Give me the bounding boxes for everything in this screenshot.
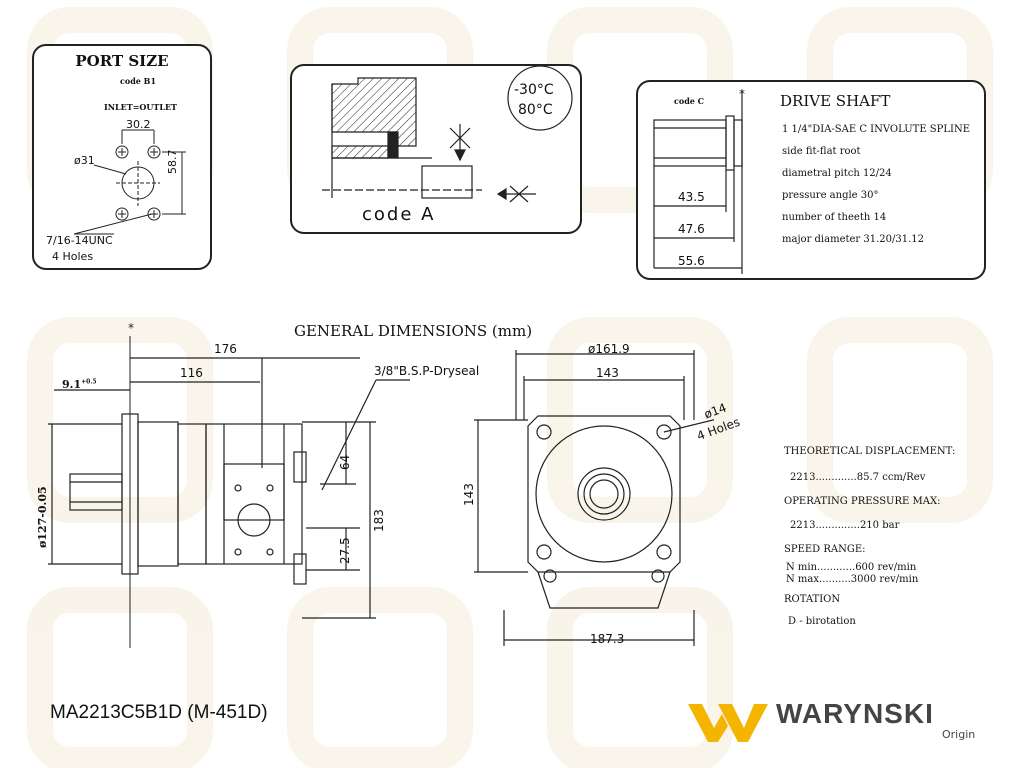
temp-low: -30°C [514,82,554,98]
shaft-spec-line: diametral pitch 12/24 [782,168,892,179]
drive-shaft-panel: code C DRIVE SHAFT * 43.5 47.6 55.6 1 1/… [636,80,986,280]
dim-143-top: 143 [596,366,619,380]
dim-176: 176 [214,342,237,356]
speed-max: N max..........3000 rev/min [786,574,919,585]
seal-panel: -30°C 80°C code A [290,64,582,234]
temp-high: 80°C [518,102,553,118]
side-marker: * [128,321,134,335]
general-dimensions-title: GENERAL DIMENSIONS (mm) [294,322,533,340]
drive-shaft-title: DRIVE SHAFT [780,92,891,110]
pump-side-view: * [48,321,410,648]
port-dim-58-7: 58.7 [166,149,179,175]
dim-127: ø127-0.05 [36,486,49,548]
shaft-code-label: code C [674,96,705,106]
warynski-logo-icon [688,704,768,742]
dim-143-left: 143 [462,483,476,506]
shaft-spec-line: number of theeth 14 [782,212,887,223]
brand-name: WARYNSKI [776,698,934,729]
dim-9-1: 9.1+0.5 [62,378,97,391]
port-size-title: PORT SIZE [75,52,169,70]
port-size-panel: PORT SIZE code B1 INLET=OUTLET 30.2 [32,44,212,270]
shaft-dim-55-6: 55.6 [678,254,705,268]
dim-9-1-value: 9.1 [62,378,82,391]
dim-183: 183 [372,509,386,532]
model-number: MA2213C5B1D (M-451D) [50,702,268,723]
dim-64: 64 [338,454,352,470]
dim-187-3: 187.3 [590,632,625,646]
shaft-spec-line: 1 1/4"DIA-SAE C INVOLUTE SPLINE [782,124,971,135]
port-dim-30-2: 30.2 [126,118,151,131]
rotation-value: D - birotation [788,616,856,627]
speed-label: SPEED RANGE: [784,544,866,555]
shaft-dim-47-6: 47.6 [678,222,705,236]
shaft-dim-43-5: 43.5 [678,190,705,204]
seal-section-drawing [322,66,573,203]
port-dim-diameter: ø31 [74,154,95,167]
shaft-drawing: * [653,87,745,274]
specs-block: THEORETICAL DISPLACEMENT: 2213..........… [784,446,1020,630]
port-flange-drawing [73,129,186,235]
inlet-outlet-label: INLET=OUTLET [104,102,178,112]
dim-116: 116 [180,366,203,380]
displacement-value: 2213.............85.7 ccm/Rev [790,472,926,483]
shaft-spec-line: side fit-flat root [782,146,861,157]
port-holes-label: 4 Holes [52,250,94,263]
speed-min: N min............600 rev/min [786,562,917,573]
shaft-marker: * [739,87,745,101]
pressure-value: 2213..............210 bar [790,520,900,531]
shaft-spec-line: major diameter 31.20/31.12 [782,234,925,245]
pressure-label: OPERATING PRESSURE MAX: [784,496,941,507]
seal-code-label: code A [362,204,436,225]
shaft-spec-list: 1 1/4"DIA-SAE C INVOLUTE SPLINE side fit… [782,124,980,264]
port-code-label: code B1 [120,76,157,86]
dim-161-9: ø161.9 [588,342,630,356]
thread-label: 3/8"B.S.P-Dryseal [374,364,480,378]
brand-subtitle: Origin [942,728,976,741]
shaft-spec-line: pressure angle 30° [782,190,879,201]
port-thread-label: 7/16-14UNC [46,234,113,247]
pump-front-view [474,350,714,646]
dim-27-5: 27.5 [338,537,352,564]
displacement-label: THEORETICAL DISPLACEMENT: [784,446,956,457]
rotation-label: ROTATION [784,594,841,605]
dim-9-1-tolerance: +0.5 [81,378,97,386]
